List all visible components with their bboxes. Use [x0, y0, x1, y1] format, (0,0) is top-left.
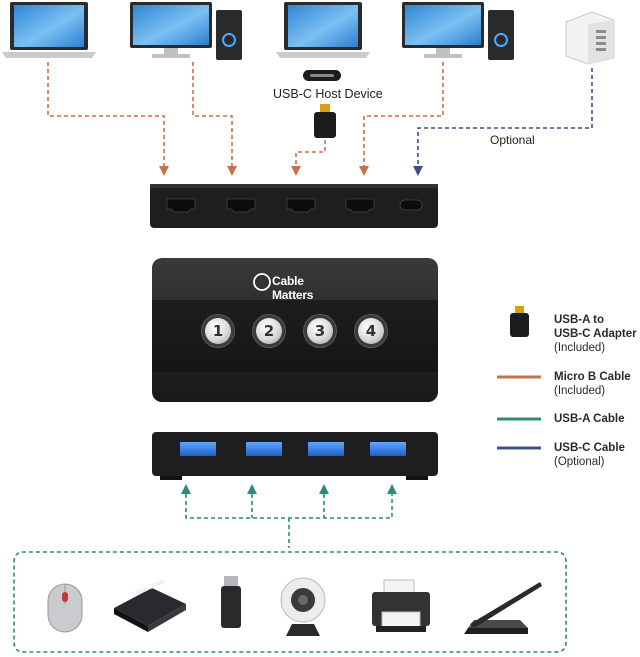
legend-adapter-title-2: USB-C Adapter	[554, 328, 637, 340]
usb-c-cable-line	[413, 68, 593, 176]
port-3-button[interactable]: 3	[307, 318, 333, 344]
legend-adapter-sub: (Included)	[554, 342, 606, 354]
usb-a-cable-lines	[13, 494, 567, 653]
mouse-icon	[47, 583, 83, 633]
desktop-monitor-icon	[130, 2, 212, 58]
micro-b-cable-lines	[47, 62, 444, 168]
printer-icon	[372, 579, 430, 632]
host-device-label: USB-C Host Device	[273, 87, 383, 101]
adapter-icon	[314, 104, 336, 138]
desktop-tower-icon	[488, 10, 514, 60]
port-1-button[interactable]: 1	[205, 318, 231, 344]
legend-usb-a-title: USB-A Cable	[554, 413, 625, 425]
micro-b-arrowheads	[159, 166, 369, 176]
legend-adapter-icon	[510, 306, 529, 337]
usb-c-port-icon	[303, 70, 341, 81]
legend-micro-b-sub: (Included)	[554, 385, 606, 397]
legend-usb-c-sub: (Optional)	[554, 456, 605, 468]
optional-label: Optional	[490, 133, 535, 147]
switch-back-panel	[150, 184, 438, 228]
desktop-tower-icon	[216, 10, 242, 60]
webcam-icon	[280, 577, 326, 636]
legend-usb-c-title: USB-C Cable	[554, 442, 625, 454]
desktop-monitor-icon	[402, 2, 484, 58]
usb-a-arrowheads	[181, 484, 397, 494]
port-2-button[interactable]: 2	[256, 318, 282, 344]
usb-flash-drive-icon	[221, 576, 241, 628]
laptop-icon	[276, 2, 370, 58]
power-adapter-icon	[565, 11, 615, 65]
hard-drive-icon	[114, 588, 186, 632]
switch-front-panel	[152, 432, 438, 480]
legend-adapter-title-1: USB-A to	[554, 314, 605, 326]
port-4-button[interactable]: 4	[358, 318, 384, 344]
scanner-icon	[464, 582, 542, 634]
laptop-icon	[2, 2, 96, 58]
legend-micro-b-title: Micro B Cable	[554, 371, 631, 383]
brand-text: Cable Matters	[272, 274, 314, 302]
